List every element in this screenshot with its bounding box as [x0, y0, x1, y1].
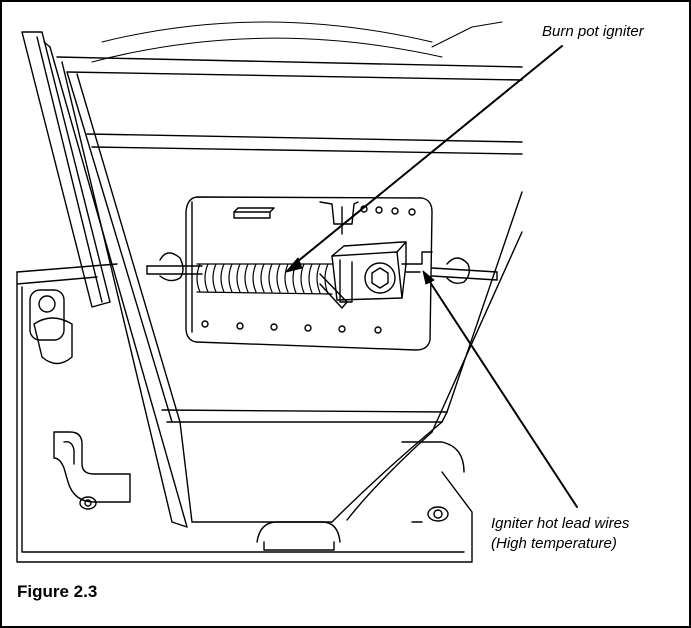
burn-pot-igniter-label: Burn pot igniter	[542, 23, 644, 40]
hot-lead-arrowhead	[422, 270, 435, 285]
upper-housing-curves	[91, 21, 503, 63]
hot-lead-wires-label: Igniter hot lead wires (High temperature…	[491, 514, 629, 554]
igniter-coil	[196, 263, 333, 295]
hot-lead-leader-line	[427, 278, 578, 508]
hot-lead-label-line1: Igniter hot lead wires	[491, 515, 630, 532]
igniter-plate	[185, 196, 433, 351]
hot-lead-label-line2: (High temperature)	[491, 535, 617, 552]
burn-pot-arrowhead	[285, 257, 303, 273]
igniter-clamp	[319, 241, 433, 309]
burn-pot-walls	[56, 56, 523, 523]
left-rail	[21, 31, 188, 528]
callout-leaders	[285, 45, 578, 508]
burn-pot-leader-line	[291, 45, 563, 267]
base-plate	[16, 263, 473, 563]
igniter-lead-wires	[146, 252, 498, 285]
figure-caption: Figure 2.3	[17, 582, 98, 601]
